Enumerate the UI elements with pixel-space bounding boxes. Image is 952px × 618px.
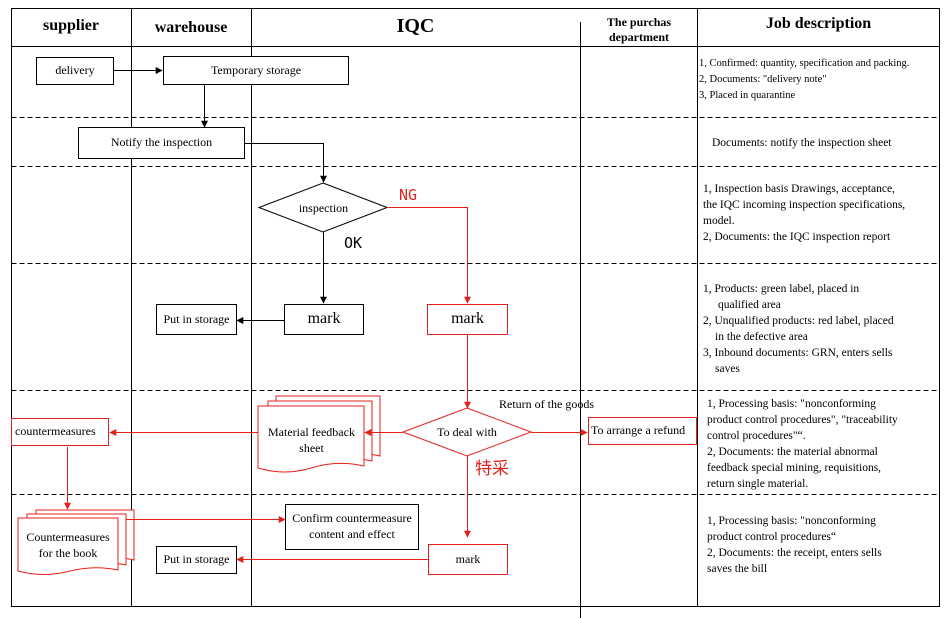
to-deal-with-label: To deal with — [437, 425, 497, 439]
countermeasures-book-shape — [17, 509, 135, 575]
ng-label: NG — [399, 186, 418, 204]
jd1-line2: 2, Documents: "delivery note" — [699, 74, 827, 85]
jd4-line3: 2, Unqualified products: red label, plac… — [703, 315, 894, 327]
jd4-line5: 3, Inbound documents: GRN, enters sells — [703, 347, 893, 359]
job-description-row4: 1, Products: green label, placed in qual… — [703, 281, 939, 377]
job-description-row2: Documents: notify the inspection sheet — [712, 135, 937, 151]
job-description-row3: 1, Inspection basis Drawings, acceptance… — [703, 181, 939, 245]
mark-ng-box: mark — [427, 304, 508, 335]
jd5-line3: control procedures"“. — [707, 430, 806, 442]
black-connectors — [114, 67, 327, 324]
temporary-storage-box: Temporary storage — [163, 56, 349, 85]
confirm-countermeasure-line2: content and effect — [309, 527, 395, 541]
to-arrange-refund-box: To arrange a refund — [588, 417, 697, 445]
countermeasures-book-label-line1: Countermeasures — [26, 530, 110, 544]
special-acceptance-label: 特采 — [475, 459, 509, 479]
jd6-line4: saves the bill — [707, 563, 768, 575]
job-description-row1: 1, Confirmed: quantity, specification an… — [699, 56, 939, 104]
jd4-line4: in the defective area — [715, 331, 808, 343]
jd5-line5: feedback special mining, requisitions, — [707, 462, 882, 474]
iqc-column-header: IQC — [396, 15, 435, 37]
warehouse-column-header: warehouse — [154, 19, 228, 36]
red-connectors — [64, 207, 588, 563]
jd3-line1: 1, Inspection basis Drawings, acceptance… — [703, 183, 895, 195]
job-description-column-header: Job description — [765, 15, 872, 32]
jd4-line2: qualified area — [718, 299, 781, 311]
jd6-line2: product control procedures“ — [707, 531, 837, 543]
return-goods-label: Return of the goods — [499, 397, 594, 411]
job-description-row5: 1, Processing basis: "nonconforming prod… — [707, 396, 939, 492]
jd5-line2: product control procedures", "traceabili… — [707, 414, 898, 426]
jd5-line1: 1, Processing basis: "nonconforming — [707, 398, 876, 410]
jd1-line1: 1, Confirmed: quantity, specification an… — [699, 58, 910, 69]
jd5-line4: 2, Documents: the material abnormal — [707, 446, 878, 458]
jd6-line1: 1, Processing basis: "nonconforming — [707, 515, 876, 527]
swimlane-grid — [11, 8, 940, 618]
jd5-line6: return single material. — [707, 478, 809, 490]
jd3-line3: model. — [703, 215, 735, 227]
purchasing-column-header-line1: The purchas — [606, 15, 672, 29]
jd4-line1: 1, Products: green label, placed in — [703, 283, 860, 295]
material-feedback-sheet-shape — [257, 395, 381, 473]
confirm-countermeasure-box: Confirm countermeasure content and effec… — [285, 504, 419, 550]
job-description-row6: 1, Processing basis: "nonconforming prod… — [707, 513, 939, 577]
ok-label: OK — [344, 234, 363, 252]
purchasing-column-header-line2: department — [609, 30, 669, 44]
supplier-column-header: supplier — [42, 17, 99, 34]
outer-border — [11, 8, 940, 607]
jd1-line3: 3, Placed in quarantine — [699, 90, 796, 101]
jd3-line4: 2, Documents: the IQC inspection report — [703, 231, 891, 243]
inspection-label: inspection — [298, 201, 349, 215]
jd4-line6: saves — [715, 363, 740, 375]
confirm-countermeasure-line1: Confirm countermeasure — [292, 511, 412, 526]
put-in-storage-box-2: Put in storage — [156, 546, 237, 574]
jd6-line3: 2, Documents: the receipt, enters sells — [707, 547, 882, 559]
jd3-line2: the IQC incoming inspection specificatio… — [703, 199, 906, 211]
mark-ok-box: mark — [284, 304, 364, 335]
countermeasures-book-label-line2: for the book — [38, 546, 98, 560]
put-in-storage-box-1: Put in storage — [156, 304, 237, 335]
jd2-line1: Documents: notify the inspection sheet — [712, 137, 892, 149]
material-feedback-label-line2: sheet — [299, 441, 324, 455]
notify-inspection-box: Notify the inspection — [78, 127, 245, 159]
row-dividers — [11, 117, 940, 495]
mark-special-box: mark — [428, 544, 508, 575]
material-feedback-label-line1: Material feedback — [268, 425, 355, 439]
delivery-box: delivery — [36, 57, 114, 85]
countermeasures-box: countermeasures — [11, 418, 109, 446]
